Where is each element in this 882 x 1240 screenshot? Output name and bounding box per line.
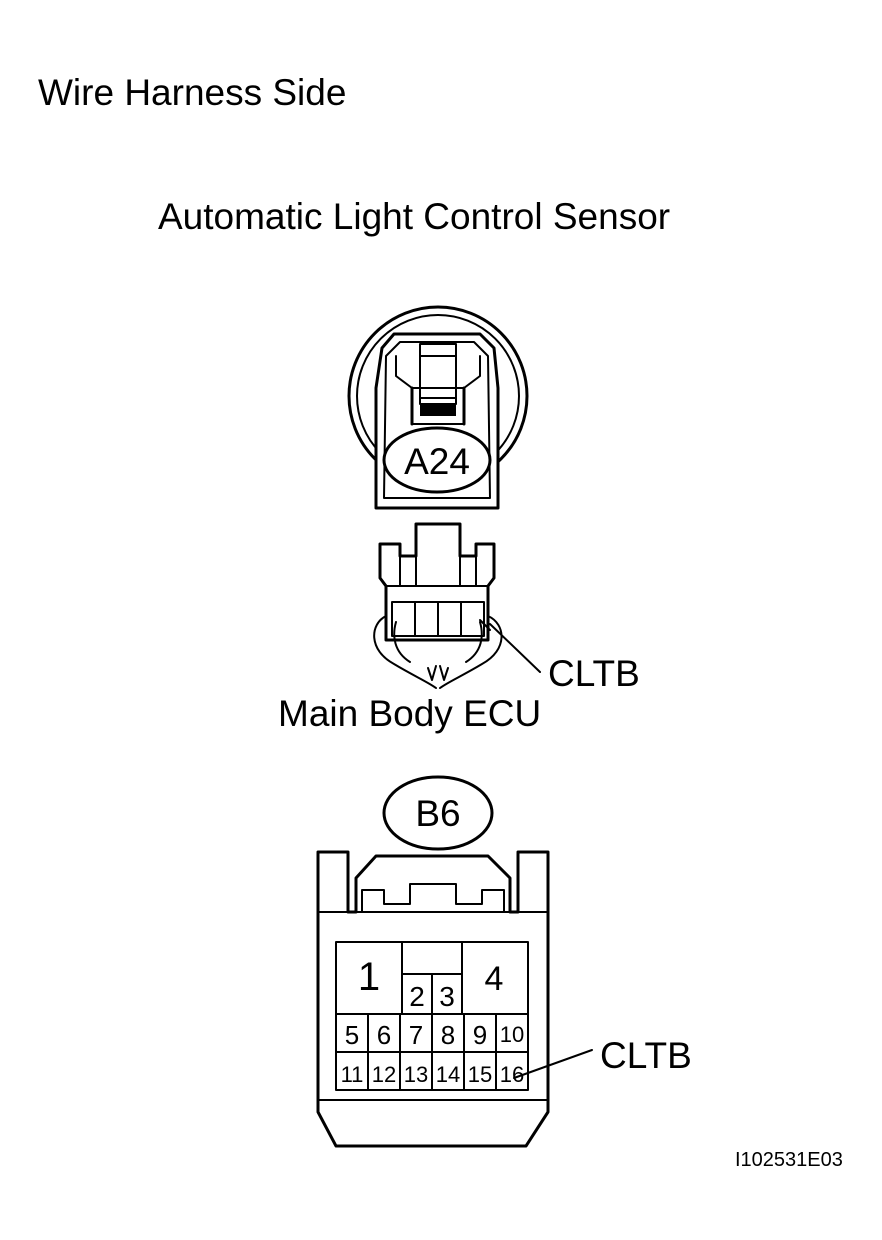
sensor-latch (420, 404, 456, 416)
ecu-lock (361, 883, 505, 913)
pin-16: 16 (500, 1062, 524, 1087)
sensor-lock-frame (395, 355, 481, 389)
ecu-cltb-label: CLTB (600, 1035, 692, 1076)
pin-12: 12 (372, 1062, 396, 1087)
pin-11: 11 (341, 1062, 364, 1087)
sensor-plug (373, 522, 541, 689)
pin-4: 4 (485, 960, 504, 998)
pin-6: 6 (377, 1020, 391, 1050)
sensor-connector-code: A24 (404, 441, 470, 482)
page-heading: Wire Harness Side (38, 72, 347, 113)
ecu-connector-code-oval (382, 775, 494, 851)
sensor-connector-code-oval (382, 426, 492, 494)
ecu-pin-labels: 1 2 3 4 5 6 7 8 9 10 11 12 13 14 15 16 (341, 955, 525, 1087)
figure-id: I102531E03 (735, 1149, 843, 1171)
ecu-cltb-leader (513, 1049, 593, 1079)
sensor-wire-right (439, 615, 503, 689)
pin-2: 2 (409, 981, 425, 1012)
pin-13: 13 (404, 1062, 428, 1087)
sensor-title: Automatic Light Control Sensor (158, 196, 671, 237)
sensor-wire-left (373, 615, 437, 689)
ecu-connector (316, 850, 593, 1148)
pin-8: 8 (441, 1020, 455, 1050)
ecu-connector-code-group: B6 (382, 775, 494, 851)
ecu-connector-code: B6 (415, 793, 460, 834)
pin-10: 10 (500, 1022, 524, 1047)
pin-5: 5 (345, 1020, 359, 1050)
ecu-title: Main Body ECU (278, 693, 542, 734)
sensor-housing-inner (383, 341, 491, 499)
sensor-cltb-label: CLTB (548, 653, 640, 694)
pin-7: 7 (409, 1020, 423, 1050)
sensor-cltb-leader (489, 623, 541, 673)
pin-14: 14 (436, 1062, 460, 1087)
pin-1: 1 (358, 955, 380, 999)
pin-9: 9 (473, 1020, 487, 1050)
pin-15: 15 (468, 1062, 492, 1087)
sensor-connector: A24 (347, 305, 529, 510)
sensor-wire-ends (427, 665, 449, 681)
pin-3: 3 (439, 981, 455, 1012)
